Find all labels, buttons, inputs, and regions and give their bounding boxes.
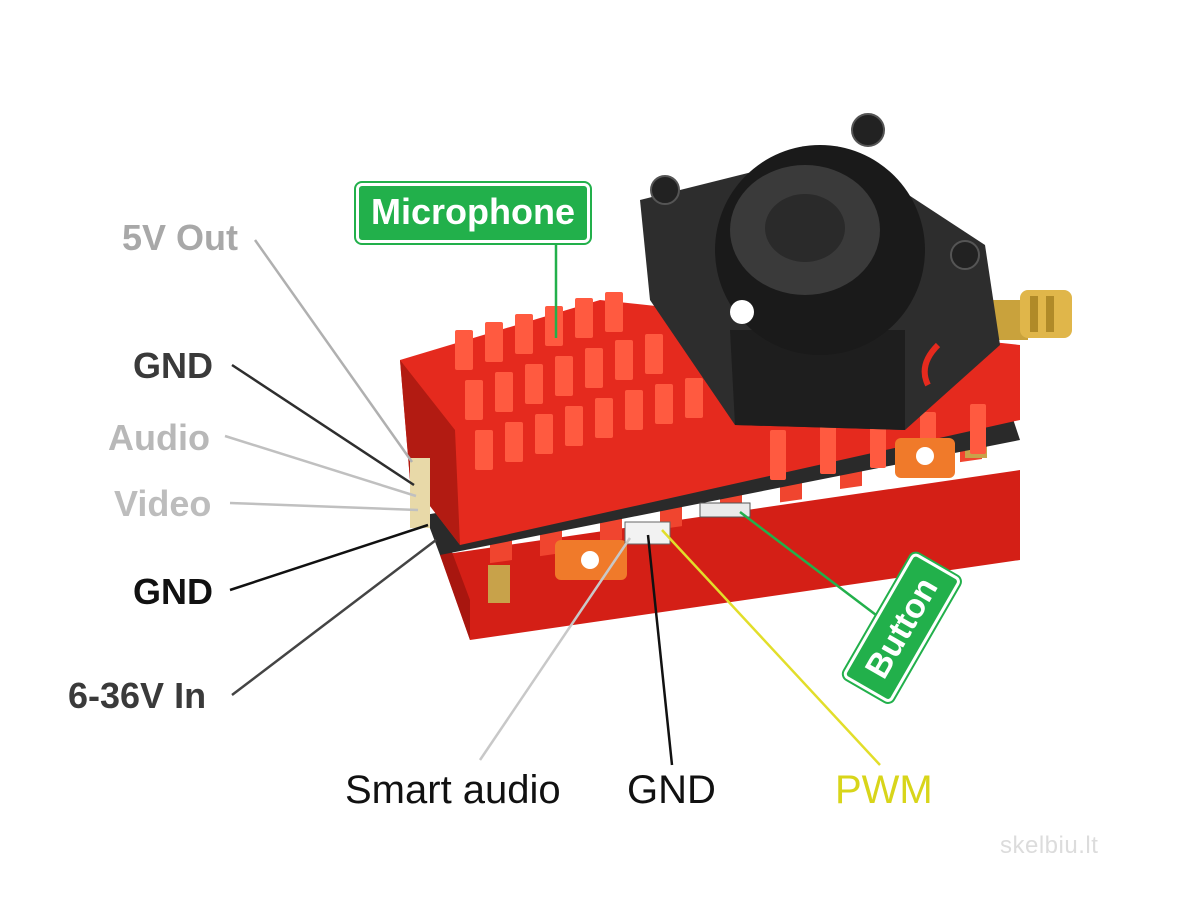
label-gnd-mid: GND: [133, 571, 213, 612]
label-gnd-top: GND: [133, 345, 213, 386]
label-power-in: 6-36V In: [68, 675, 207, 716]
label-microphone: Microphone: [356, 183, 590, 243]
watermark: skelbiu.lt: [1000, 832, 1099, 859]
button-switch: [699, 502, 751, 518]
label-gnd-bottom: GND: [627, 768, 716, 812]
label-audio: Audio: [108, 417, 210, 458]
label-pwm: PWM: [835, 768, 933, 812]
label-video: Video: [114, 483, 212, 524]
label-5v-out: 5V Out: [122, 217, 239, 258]
sma-connector: [990, 290, 1072, 340]
label-smart-audio: Smart audio: [345, 768, 561, 812]
side-connector: [410, 458, 430, 528]
pwm-connector: [624, 521, 671, 545]
cooling-fan: [640, 113, 1000, 430]
leader-lines: [224, 228, 881, 766]
